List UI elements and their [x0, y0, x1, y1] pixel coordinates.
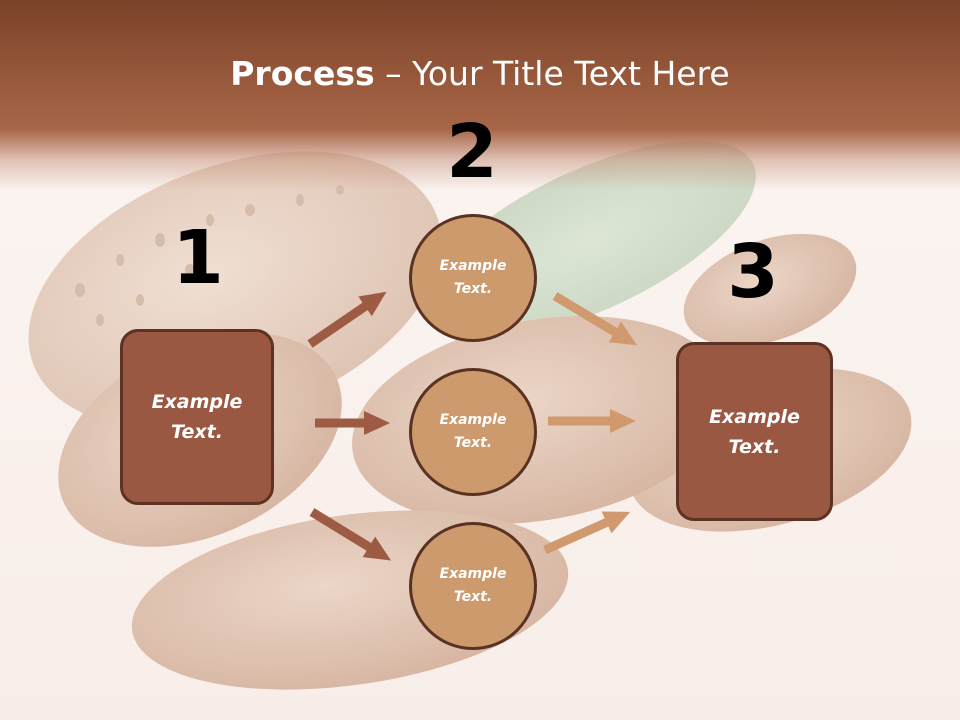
- arrow-from-circle-1: [552, 292, 638, 346]
- step-number-2: 2: [446, 109, 498, 195]
- output-box: Example Text.: [676, 342, 833, 521]
- output-box-text: Example Text.: [709, 405, 800, 458]
- arrow-from-circle-3: [543, 511, 631, 555]
- page-title: Process – Your Title Text Here: [0, 52, 960, 96]
- middle-circle-3: Example Text.: [409, 522, 537, 650]
- step-number-3: 3: [727, 229, 779, 315]
- title-rest: – Your Title Text Here: [374, 54, 730, 93]
- middle-circle-1: Example Text.: [409, 214, 537, 342]
- title-banner: [0, 0, 960, 190]
- middle-circle-3-text: Example Text.: [439, 566, 507, 605]
- middle-circle-2: Example Text.: [409, 368, 537, 496]
- arrow-to-circle-3: [309, 508, 392, 561]
- step-number-1: 1: [172, 215, 224, 301]
- input-box-text: Example Text.: [151, 391, 243, 443]
- title-bold: Process: [230, 54, 375, 93]
- arrow-to-circle-1: [307, 291, 387, 348]
- input-box: Example Text.: [120, 329, 274, 505]
- middle-circle-2-text: Example Text.: [439, 412, 507, 451]
- middle-circle-1-text: Example Text.: [439, 258, 507, 297]
